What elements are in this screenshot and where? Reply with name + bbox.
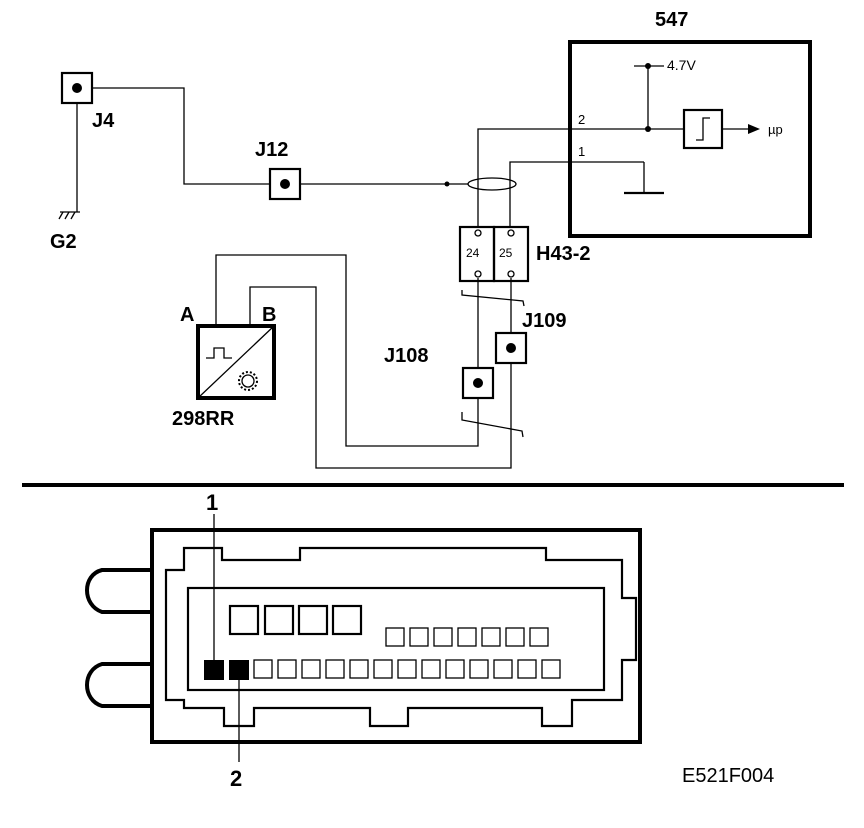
ecu-connector-face <box>85 528 642 744</box>
sensor-298rr: A B 298RR <box>172 304 276 430</box>
pin-1-filled <box>204 660 224 680</box>
toothed-wheel-icon <box>241 374 255 388</box>
g2-label: G2 <box>50 231 77 253</box>
sensor-label: 298RR <box>172 408 235 430</box>
ecu-pin1-label: 1 <box>578 144 585 159</box>
sensor-a-label: A <box>180 304 194 326</box>
pin25-label: 25 <box>499 246 513 260</box>
callout-2: 2 <box>230 766 242 791</box>
j108-splice-group: J108 <box>384 345 495 400</box>
micro-label: µp <box>768 122 783 137</box>
connector-h43-2: 24 25 H43-2 <box>458 225 590 307</box>
ecu-box <box>568 40 812 238</box>
ecu-label: 547 <box>655 9 688 31</box>
j4-label: J4 <box>92 110 115 132</box>
connector-label: H43-2 <box>536 243 590 265</box>
arrow-icon <box>748 124 760 134</box>
j108-label: J108 <box>384 345 429 367</box>
pin-field <box>186 586 606 692</box>
voltage-label: 4.7V <box>667 57 696 73</box>
callout-1: 1 <box>206 490 218 515</box>
j109-label: J109 <box>522 310 567 332</box>
j109-splice-group: J109 <box>494 310 567 365</box>
j4-ground: J4 G2 <box>50 71 115 253</box>
latch-top <box>85 568 152 614</box>
sensor-b-label: B <box>262 304 276 326</box>
pin-2-filled <box>229 660 249 680</box>
ecu-547: 547 4.7V µp 2 1 <box>568 9 812 238</box>
figure-code: E521F004 <box>682 765 774 787</box>
latch-bottom <box>85 662 152 708</box>
ecu-pin2-label: 2 <box>578 112 585 127</box>
pin24-label: 24 <box>466 246 480 260</box>
sensor-box <box>196 324 276 400</box>
connector-housing <box>150 528 642 744</box>
j12-label: J12 <box>255 139 288 161</box>
j12-splice-group: J12 <box>255 139 302 201</box>
shield-icon <box>467 177 517 191</box>
connector-inner-contour <box>164 546 638 728</box>
pulse-signal-icon <box>206 347 232 359</box>
